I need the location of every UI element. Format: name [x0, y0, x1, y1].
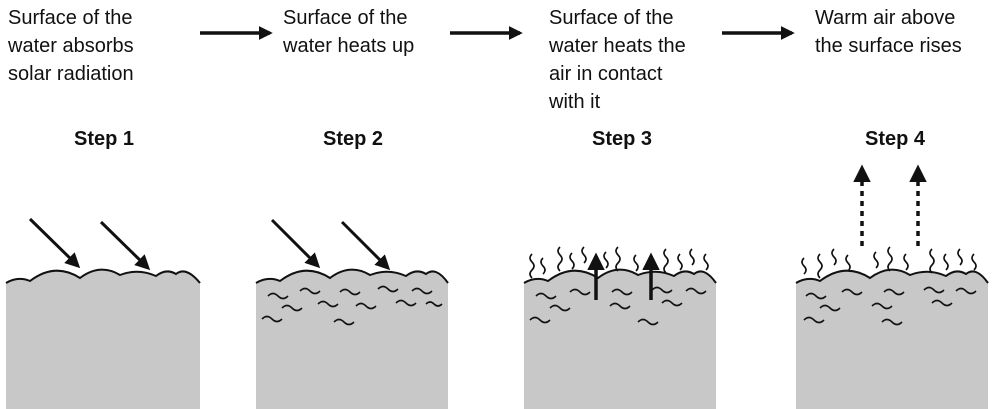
water-body: [796, 269, 988, 409]
step-3-label: Step 3: [591, 128, 653, 150]
solar-radiation-arrow: [270, 218, 321, 269]
step-1-caption: Surface of the water absorbs solar radia…: [8, 4, 208, 88]
caption-line: air in contact: [549, 63, 663, 85]
panel-3: [523, 246, 717, 409]
step-4-label: Step 4: [864, 128, 926, 150]
solar-radiation-arrow: [99, 220, 151, 271]
caption-line: water absorbs: [8, 35, 134, 57]
solar-radiation-arrow: [340, 220, 391, 271]
heat-squiggles: [803, 286, 977, 326]
warm-air-squiggles: [529, 246, 709, 279]
caption-line: Surface of the: [549, 7, 674, 29]
panel-4: [795, 164, 989, 409]
water-surface: [795, 268, 989, 284]
warm-air-squiggles: [801, 246, 977, 279]
caption-line: water heats the: [549, 35, 686, 57]
water-body: [256, 269, 448, 409]
panel-2: [255, 218, 449, 409]
step-2-label: Step 2: [322, 128, 384, 150]
caption-line: Surface of the: [8, 7, 133, 29]
water-surface: [5, 268, 201, 284]
caption-line: Surface of the: [283, 7, 408, 29]
step-4-caption: Warm air above the surface rises: [815, 4, 1000, 60]
panel-1: [5, 217, 201, 409]
step-2-caption: Surface of the water heats up: [283, 4, 483, 60]
caption-line: water heats up: [283, 35, 415, 57]
water-body: [6, 269, 200, 409]
caption-line: solar radiation: [8, 63, 134, 85]
caption-line: the surface rises: [815, 35, 962, 57]
heat-squiggles: [261, 285, 443, 326]
caption-line: Warm air above: [815, 7, 956, 29]
water-surface: [523, 268, 717, 284]
step-1-label: Step 1: [73, 128, 135, 150]
water-body: [524, 269, 716, 409]
step-3-caption: Surface of the water heats the air in co…: [549, 4, 749, 116]
heat-squiggles: [529, 286, 707, 326]
caption-line: with it: [549, 91, 601, 113]
solar-radiation-arrow: [28, 217, 81, 269]
water-surface: [255, 268, 449, 284]
